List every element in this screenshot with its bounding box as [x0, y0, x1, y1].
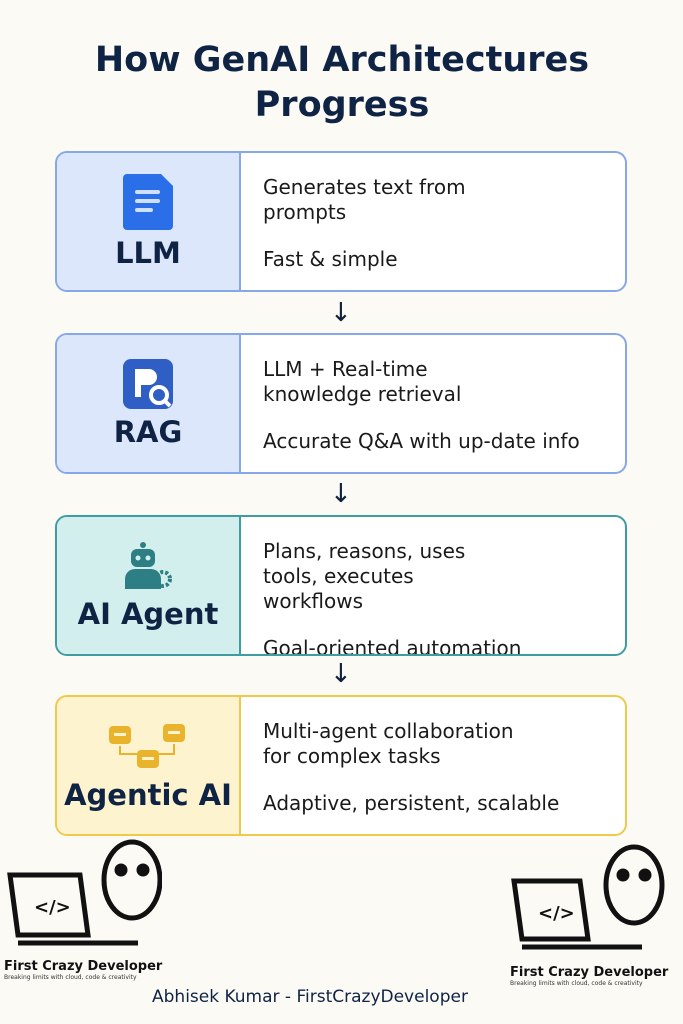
robot-gear-icon — [125, 541, 172, 589]
card-label-panel: LLM — [57, 153, 241, 290]
card-label-panel: RAG — [57, 335, 241, 472]
card-description: LLM + Real-time knowledge retrieval — [263, 357, 462, 406]
card-benefit: Goal-oriented automation — [263, 636, 522, 656]
owl-laptop-icon: </> — [511, 844, 665, 950]
author-credit: Abhisek Kumar - FirstCrazyDeveloper — [152, 987, 468, 1007]
down-arrow-icon: ↓ — [330, 479, 352, 509]
card-description: Plans, reasons, uses tools, executes wor… — [263, 539, 466, 613]
logo-tagline: Breaking limits with cloud, code & creat… — [4, 974, 137, 981]
logo-tagline: Breaking limits with cloud, code & creat… — [510, 980, 643, 987]
retrieval-icon — [123, 358, 173, 409]
card-description: Generates text from prompts — [263, 175, 466, 224]
down-arrow-icon: ↓ — [330, 659, 352, 689]
card-label: RAG — [113, 414, 183, 449]
card-label: LLM — [115, 235, 181, 270]
svg-text:</>: </> — [538, 903, 575, 924]
card-benefit: Fast & simple — [263, 247, 398, 271]
card-label: AI Agent — [77, 596, 219, 631]
card-benefit: Adaptive, persistent, scalable — [263, 791, 560, 815]
page-title: How GenAI Architectures Progress — [94, 40, 590, 125]
document-icon — [123, 173, 173, 230]
card-label: Agentic AI — [64, 777, 232, 812]
card-agentic-ai: Agentic AI Multi-agent collaboration for… — [55, 695, 627, 836]
logo-name: First Crazy Developer — [4, 959, 163, 974]
card-label-panel: Agentic AI — [57, 697, 241, 834]
card-ai-agent: AI Agent Plans, reasons, uses tools, exe… — [55, 515, 627, 656]
card-label-panel: AI Agent — [57, 517, 241, 654]
owl-laptop-icon: </> — [7, 839, 163, 946]
multi-robot-icon — [109, 723, 185, 768]
down-arrow-icon: ↓ — [330, 298, 352, 328]
svg-text:</>: </> — [34, 897, 71, 918]
card-description: Multi-agent collaboration for complex ta… — [263, 719, 514, 768]
card-benefit: Accurate Q&A with up-date info — [263, 429, 580, 453]
logo-left: </> First Crazy Developer Breaking limit… — [4, 835, 163, 981]
logo-name: First Crazy Developer — [510, 965, 669, 980]
logo-right: </> First Crazy Developer Breaking limit… — [510, 843, 668, 987]
